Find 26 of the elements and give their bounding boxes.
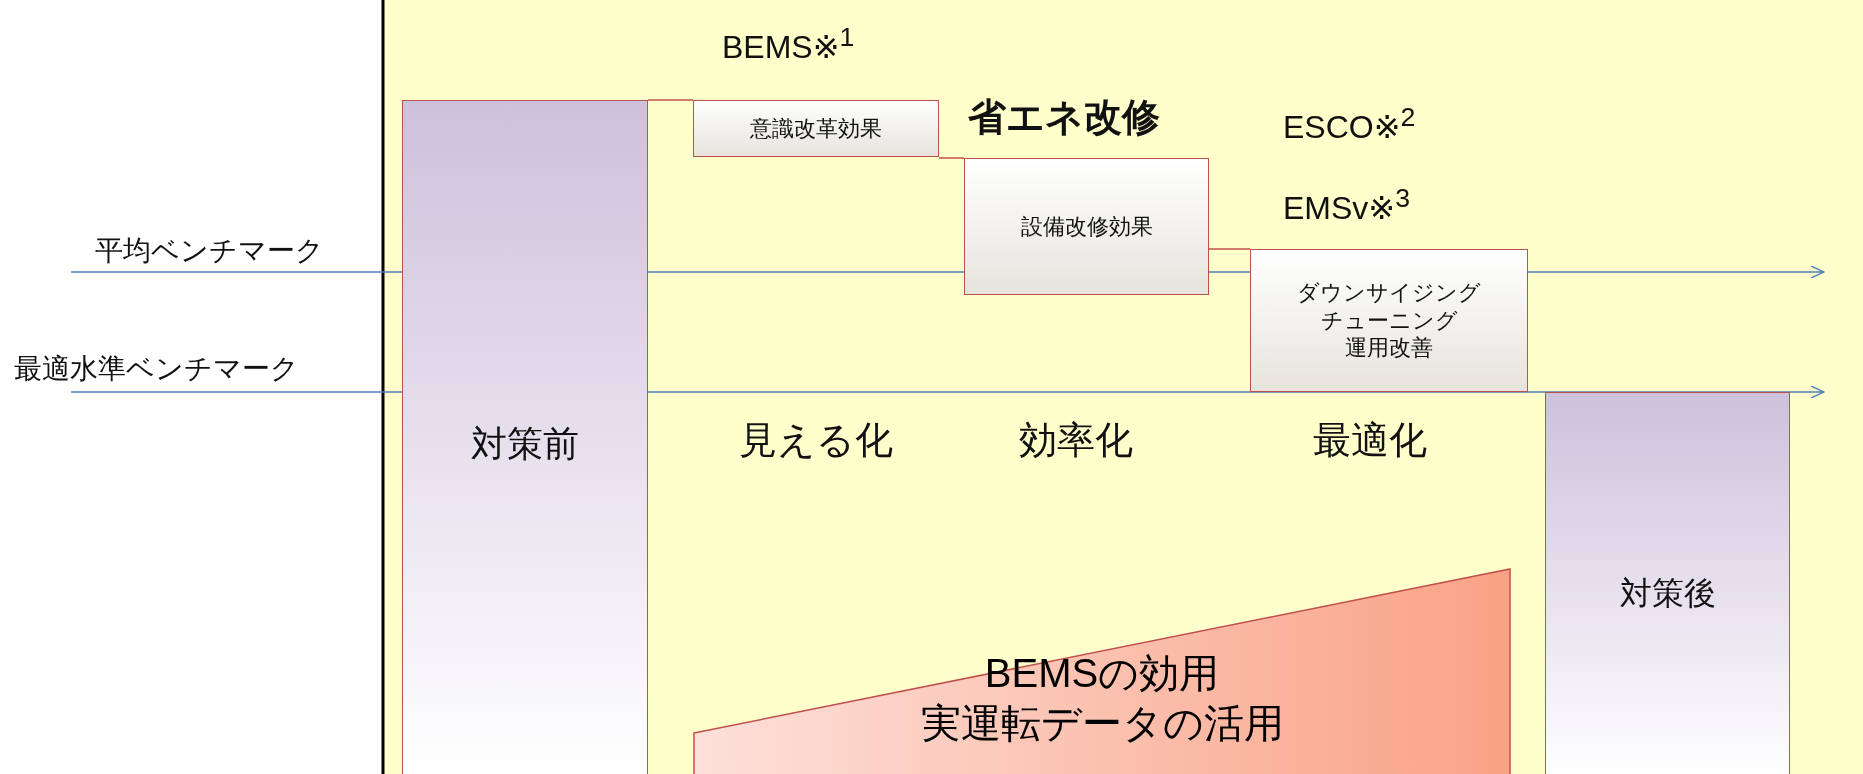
box-text: 対策前 <box>471 422 579 466</box>
benchmark-label: 最適水準ベンチマーク <box>14 352 299 386</box>
benchmark-label: 平均ベンチマーク <box>95 234 324 268</box>
step-line <box>1208 248 1251 250</box>
phase-label: 見える化 <box>739 418 893 463</box>
after-bar <box>1545 392 1790 774</box>
step-line <box>938 157 965 159</box>
box-text: ダウンサイジング <box>1297 279 1481 307</box>
effect-box <box>964 158 1209 295</box>
system-label: EMSv※$^{3}$ <box>1283 183 1410 227</box>
phase-label: 最適化 <box>1313 418 1427 463</box>
before-bar <box>402 100 648 774</box>
effect-box <box>1250 249 1528 392</box>
system-label: BEMS※$^{1}$ <box>722 22 855 66</box>
system-label: ESCO※$^{2}$ <box>1283 102 1416 146</box>
band-text: BEMSの効用 <box>984 650 1220 697</box>
step-line <box>647 99 694 101</box>
category-heading: 省エネ改修 <box>968 95 1160 140</box>
box-text: 設備改修効果 <box>1020 212 1153 241</box>
box-text: 対策後 <box>1619 574 1716 613</box>
box-text: 運用改善 <box>1345 334 1433 362</box>
box-text: チューニング <box>1320 306 1458 335</box>
box-text: 意識改革効果 <box>750 114 882 143</box>
effect-box <box>693 100 939 157</box>
phase-label: 効率化 <box>1019 418 1133 463</box>
band-text: 実運転データの活用 <box>920 700 1284 747</box>
